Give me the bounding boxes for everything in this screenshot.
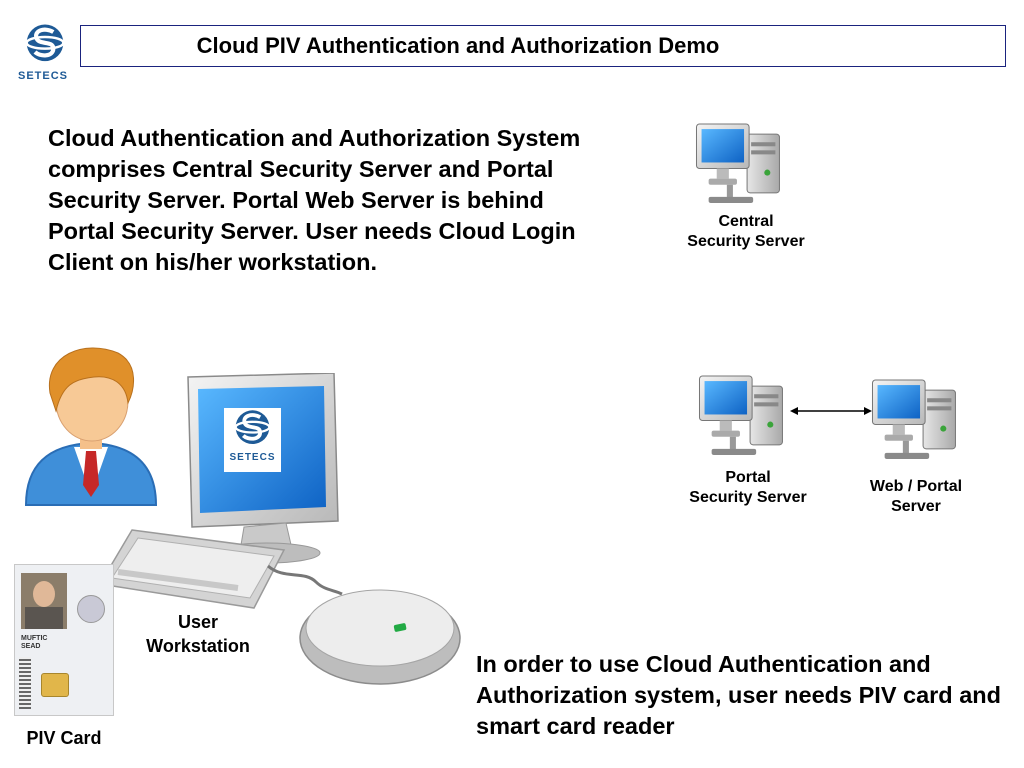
setecs-logo: SETECS bbox=[10, 22, 76, 84]
web-server-label: Web / Portal Server bbox=[869, 478, 963, 515]
keyboard-icon bbox=[98, 529, 286, 609]
reader-cable bbox=[267, 564, 343, 596]
portal-server-label: Portal Security Server bbox=[689, 469, 807, 506]
title-box: Cloud PIV Authentication and Authorizati… bbox=[80, 25, 1006, 67]
portal-server-icon bbox=[697, 374, 789, 460]
screen-logo-text: SETECS bbox=[229, 452, 276, 463]
piv-photo bbox=[21, 573, 67, 629]
connection-arrow bbox=[790, 407, 872, 415]
central-server-label: Central Security Server bbox=[687, 213, 805, 250]
footer-text: In order to use Cloud Authentication and… bbox=[476, 651, 1001, 739]
logo-text: SETECS bbox=[17, 70, 68, 82]
user-avatar-icon bbox=[24, 347, 158, 506]
intro-text: Cloud Authentication and Authorization S… bbox=[48, 125, 581, 275]
screen-logo: SETECS bbox=[224, 408, 281, 472]
smart-card-reader-icon bbox=[299, 589, 461, 685]
chip-icon bbox=[41, 673, 69, 697]
barcode-icon bbox=[19, 657, 31, 709]
central-server-icon bbox=[694, 122, 786, 208]
page-title: Cloud PIV Authentication and Authorizati… bbox=[196, 33, 720, 58]
piv-card-label: PIV Card bbox=[26, 728, 102, 748]
seal-icon bbox=[77, 595, 105, 623]
piv-card-name: MUFTIC SEAD bbox=[21, 635, 48, 650]
web-server-icon bbox=[870, 378, 962, 464]
workstation-label: User Workstation bbox=[146, 612, 250, 656]
piv-card: MUFTIC SEAD bbox=[14, 564, 114, 716]
